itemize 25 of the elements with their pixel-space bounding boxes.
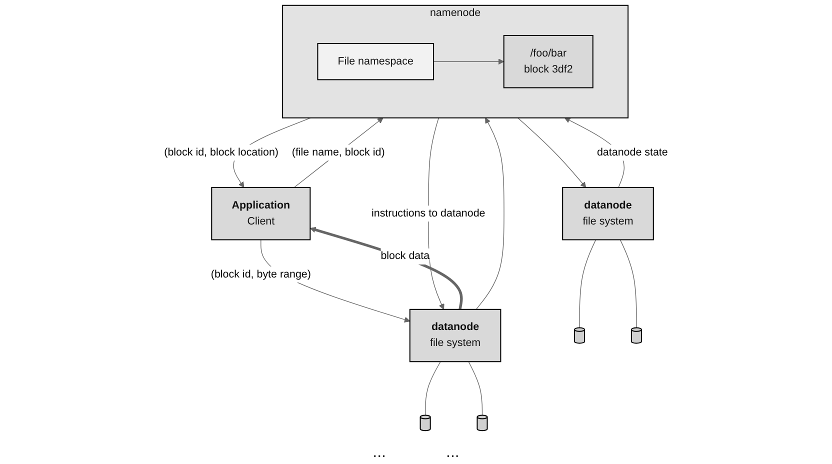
node-cylinder <box>420 414 431 432</box>
node-cylinder <box>476 414 488 432</box>
edge-label: block data <box>380 250 430 262</box>
edge-label: (block id, block location) <box>164 146 278 158</box>
node-box: Application Client <box>211 187 311 240</box>
node-box: datanode file system <box>409 308 502 362</box>
connector <box>468 361 483 416</box>
edge-label: (block id, byte range) <box>210 268 311 280</box>
arrow <box>433 58 504 65</box>
connector <box>424 361 441 416</box>
connector <box>620 239 637 328</box>
edge-label: (file name, block id) <box>292 146 385 158</box>
node-box: datanode file system <box>562 187 654 240</box>
edge-label: instructions to datanode <box>371 208 486 219</box>
note-text: ... <box>372 444 386 461</box>
note-text: ... <box>446 444 460 461</box>
arrow <box>517 118 586 188</box>
node-cylinder <box>574 327 586 344</box>
node-box: /foo/bar block 3df2 <box>503 35 594 88</box>
connector <box>579 239 596 328</box>
arrow <box>310 226 463 310</box>
edge-label: datanode state <box>596 146 668 158</box>
arrow <box>476 118 504 310</box>
node-cylinder <box>630 327 642 344</box>
node-box: File namespace <box>317 43 434 80</box>
